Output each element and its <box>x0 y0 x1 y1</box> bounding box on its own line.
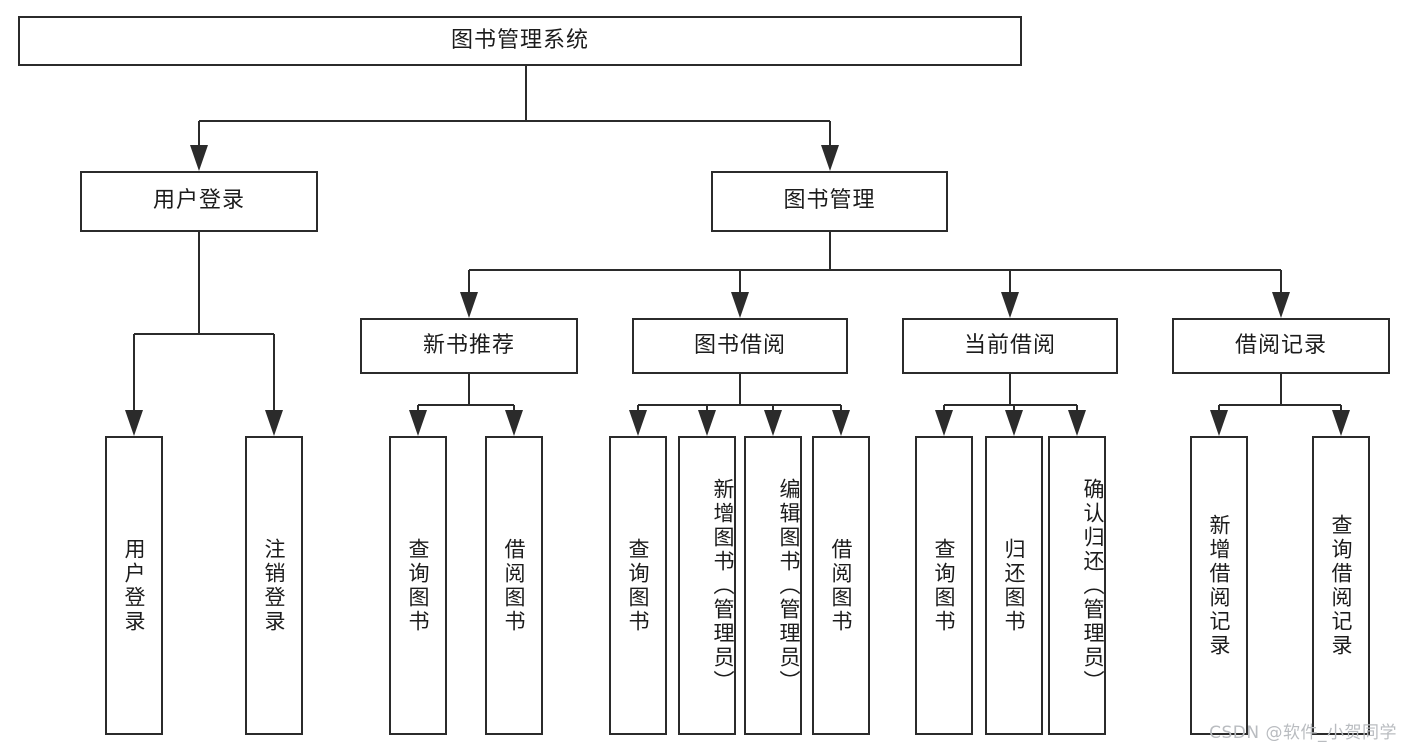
node-current-borrow[interactable]: 当前借阅 <box>902 318 1118 374</box>
node-leaf-query-book-recommend[interactable]: 查询图书 <box>389 436 447 735</box>
node-label-book-borrow: 图书借阅 <box>693 332 786 358</box>
node-label-leaf-query-book-borrow: 查询图书 <box>626 537 651 634</box>
node-label-leaf-query-borrow-record: 查询借阅记录 <box>1329 513 1354 658</box>
node-leaf-edit-book[interactable]: 编辑图书（管理员） <box>744 436 802 735</box>
node-leaf-return-book[interactable]: 归还图书 <box>985 436 1043 735</box>
node-leaf-logout[interactable]: 注销登录 <box>245 436 303 735</box>
node-book-management[interactable]: 图书管理 <box>711 171 948 232</box>
node-new-book-recommend[interactable]: 新书推荐 <box>360 318 578 374</box>
node-leaf-query-borrow-record[interactable]: 查询借阅记录 <box>1312 436 1370 735</box>
node-label-user-login: 用户登录 <box>152 188 245 214</box>
node-label-leaf-logout: 注销登录 <box>262 537 287 634</box>
node-label-root: 图书管理系统 <box>450 27 589 53</box>
node-label-leaf-add-book: 新增图书（管理员） <box>711 477 735 694</box>
node-leaf-add-book[interactable]: 新增图书（管理员） <box>678 436 736 735</box>
node-book-borrow[interactable]: 图书借阅 <box>632 318 848 374</box>
node-leaf-confirm-return[interactable]: 确认归还（管理员） <box>1048 436 1106 735</box>
watermark-text: CSDN @软件_小贺同学 <box>1209 723 1397 743</box>
node-user-login[interactable]: 用户登录 <box>80 171 318 232</box>
node-label-new-book-recommend: 新书推荐 <box>422 332 515 358</box>
node-leaf-borrow-book-recommend[interactable]: 借阅图书 <box>485 436 543 735</box>
node-root[interactable]: 图书管理系统 <box>18 16 1022 66</box>
node-leaf-user-login[interactable]: 用户登录 <box>105 436 163 735</box>
node-leaf-borrow-book[interactable]: 借阅图书 <box>812 436 870 735</box>
node-label-leaf-borrow-book-recommend: 借阅图书 <box>502 537 527 634</box>
node-label-leaf-query-book-recommend: 查询图书 <box>406 537 431 634</box>
node-label-leaf-add-borrow-record: 新增借阅记录 <box>1207 513 1232 658</box>
node-leaf-add-borrow-record[interactable]: 新增借阅记录 <box>1190 436 1248 735</box>
node-borrow-record[interactable]: 借阅记录 <box>1172 318 1390 374</box>
node-label-leaf-confirm-return: 确认归还（管理员） <box>1081 477 1105 694</box>
node-label-leaf-query-book-current: 查询图书 <box>932 537 957 634</box>
node-label-leaf-borrow-book: 借阅图书 <box>829 537 854 634</box>
node-leaf-query-book-current[interactable]: 查询图书 <box>915 436 973 735</box>
node-label-current-borrow: 当前借阅 <box>963 332 1056 358</box>
node-label-leaf-user-login: 用户登录 <box>122 537 147 634</box>
node-leaf-query-book-borrow[interactable]: 查询图书 <box>609 436 667 735</box>
node-label-book-management: 图书管理 <box>783 188 876 214</box>
node-label-borrow-record: 借阅记录 <box>1234 332 1327 358</box>
node-label-leaf-return-book: 归还图书 <box>1002 537 1027 634</box>
node-label-leaf-edit-book: 编辑图书（管理员） <box>777 477 801 694</box>
